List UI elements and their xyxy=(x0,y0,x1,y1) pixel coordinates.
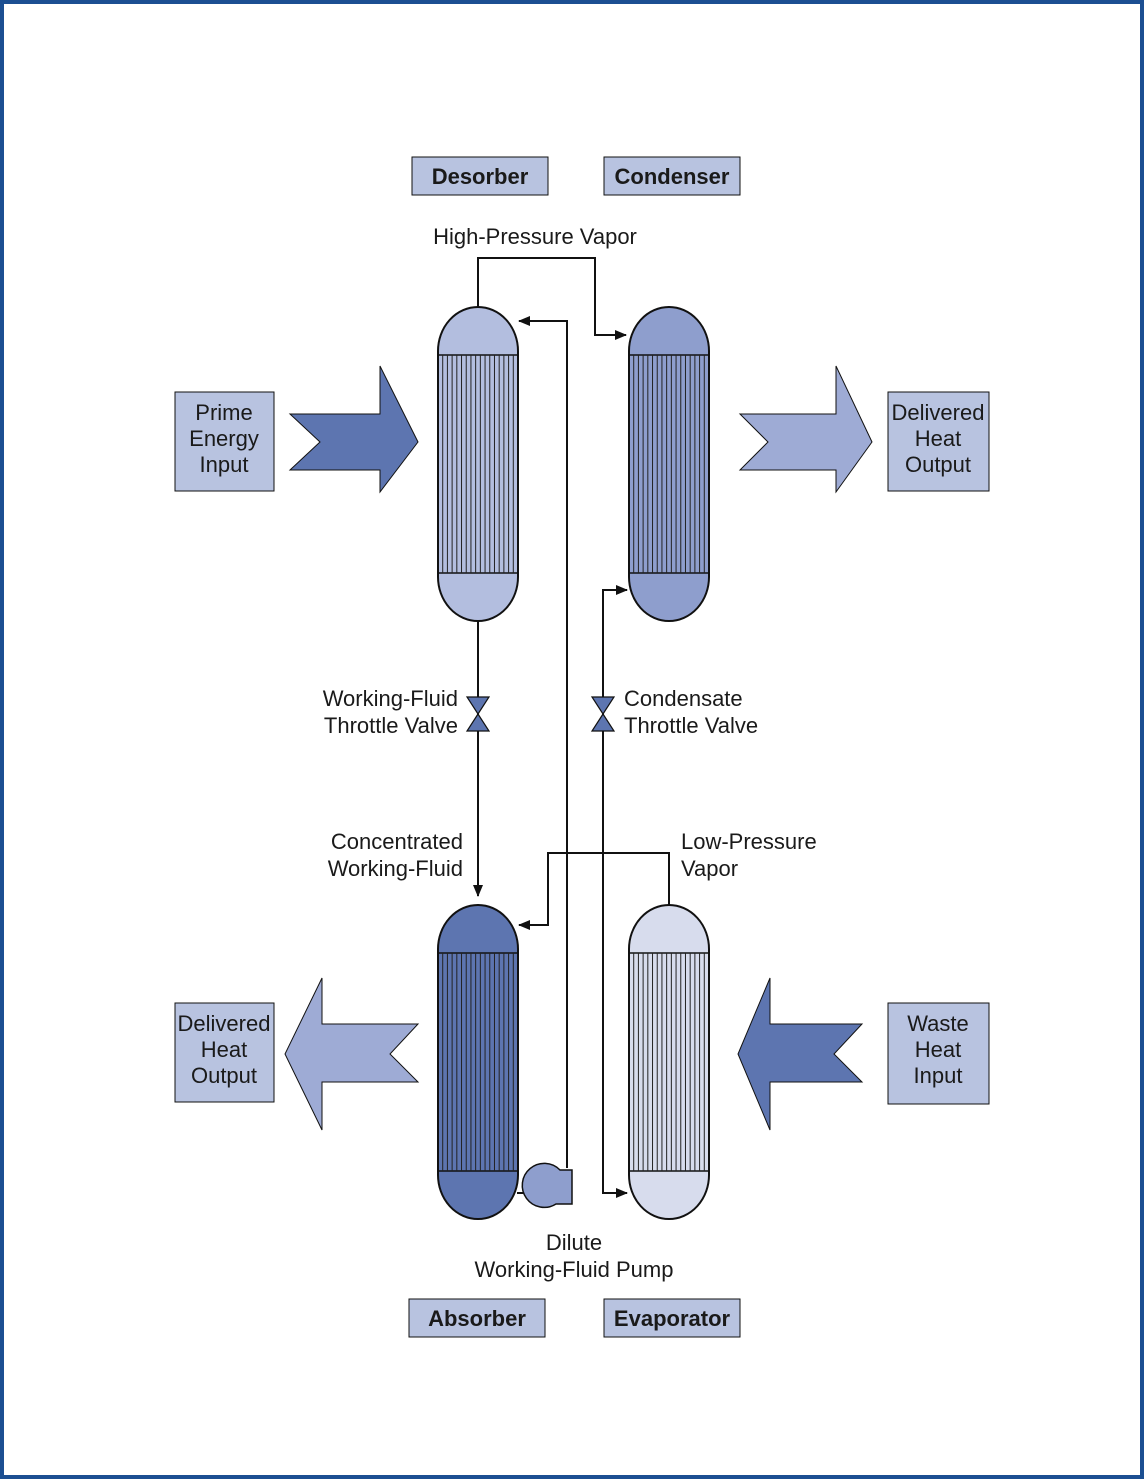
svg-text:Absorber: Absorber xyxy=(428,1306,526,1331)
concentrated-fluid-label-2: Working-Fluid xyxy=(328,856,463,881)
low-pressure-vapor-label-1: Low-Pressure xyxy=(681,829,817,854)
svg-text:Output: Output xyxy=(191,1063,257,1088)
working-fluid-valve-label-2: Throttle Valve xyxy=(324,713,458,738)
condenser-vessel xyxy=(628,306,710,622)
vessel-shell xyxy=(628,904,710,1220)
svg-text:Delivered: Delivered xyxy=(892,400,985,425)
vessel-shell xyxy=(437,904,519,1220)
condensate-valve-label-2: Throttle Valve xyxy=(624,713,758,738)
prime-energy-box: Prime Energy Input xyxy=(174,391,275,492)
evaporator-vessel xyxy=(628,904,710,1220)
condenser-label: Condenser xyxy=(603,156,741,196)
dilute-fluid-return-pipe xyxy=(518,316,568,1168)
svg-text:Condenser: Condenser xyxy=(615,164,730,189)
svg-text:Evaporator: Evaporator xyxy=(614,1306,731,1331)
low-pressure-vapor-label-2: Vapor xyxy=(681,856,738,881)
working-fluid-valve-icon xyxy=(465,696,491,732)
pump-icon xyxy=(521,1162,573,1209)
svg-text:Input: Input xyxy=(200,452,249,477)
vessel-shell xyxy=(628,306,710,622)
svg-text:Heat: Heat xyxy=(201,1037,247,1062)
svg-text:Heat: Heat xyxy=(915,426,961,451)
delivered-heat-top-arrow xyxy=(738,365,873,494)
working-fluid-valve-label-1: Working-Fluid xyxy=(323,686,458,711)
delivered-heat-bottom-arrow xyxy=(284,977,420,1131)
svg-text:Heat: Heat xyxy=(915,1037,961,1062)
svg-text:Input: Input xyxy=(914,1063,963,1088)
svg-text:Output: Output xyxy=(905,452,971,477)
high-pressure-vapor-pipe xyxy=(477,257,627,340)
condensate-pipe xyxy=(602,621,628,1198)
svg-text:Energy: Energy xyxy=(189,426,259,451)
waste-heat-arrow xyxy=(737,977,864,1131)
delivered-heat-top-box: Delivered Heat Output xyxy=(887,391,990,492)
desorber-vessel xyxy=(437,306,519,622)
condensate-up-arrow xyxy=(602,585,628,640)
pump-label-1: Dilute xyxy=(546,1230,602,1255)
condensate-valve-icon xyxy=(590,696,616,732)
low-pressure-vapor-pipe xyxy=(518,852,670,930)
high-pressure-vapor-label: High-Pressure Vapor xyxy=(433,224,637,249)
waste-heat-box: Waste Heat Input xyxy=(887,1002,990,1105)
desorber-label: Desorber xyxy=(411,156,549,196)
prime-energy-arrow xyxy=(288,365,419,494)
concentrated-fluid-label-1: Concentrated xyxy=(331,829,463,854)
absorber-vessel xyxy=(437,904,519,1220)
evaporator-label: Evaporator xyxy=(603,1298,741,1338)
svg-text:Delivered: Delivered xyxy=(178,1011,271,1036)
condensate-valve-label-1: Condensate xyxy=(624,686,743,711)
absorber-label: Absorber xyxy=(408,1298,546,1338)
vessel-shell xyxy=(437,306,519,622)
svg-text:Desorber: Desorber xyxy=(432,164,529,189)
svg-text:Prime: Prime xyxy=(195,400,252,425)
pump-label-2: Working-Fluid Pump xyxy=(475,1257,674,1282)
svg-text:Waste: Waste xyxy=(907,1011,969,1036)
delivered-heat-bottom-box: Delivered Heat Output xyxy=(174,1002,275,1103)
